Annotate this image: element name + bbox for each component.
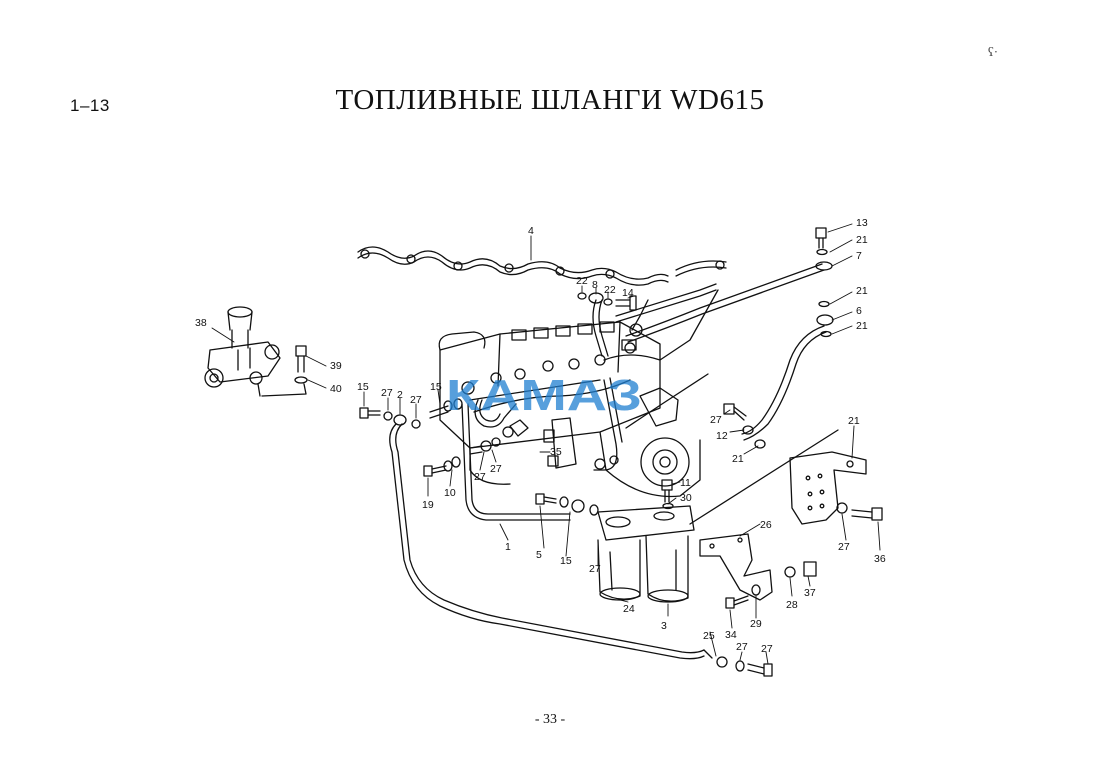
callout-label: 19 bbox=[422, 499, 434, 511]
hose-6-curved bbox=[741, 325, 827, 441]
bracket-35 bbox=[789, 451, 867, 525]
callout-label: 21 bbox=[856, 234, 868, 246]
callout-label: 7 bbox=[856, 250, 862, 262]
callout-label: 15 bbox=[560, 555, 572, 567]
callout-label: 25 bbox=[703, 630, 715, 642]
pipe-5 bbox=[461, 403, 571, 521]
scan-speck: ʕ· bbox=[988, 44, 999, 59]
injection-pump-body bbox=[438, 321, 701, 498]
callout-label: 22 bbox=[604, 284, 616, 296]
callout-label: 15 bbox=[357, 381, 369, 393]
callout-label: 24 bbox=[623, 603, 635, 615]
callout-label: 5 bbox=[536, 549, 542, 561]
callout-label: 39 bbox=[330, 360, 342, 372]
callout-label: 27 bbox=[736, 641, 748, 653]
callout-label: 37 bbox=[804, 587, 816, 599]
callout-label: 2 bbox=[397, 389, 403, 401]
callout-label: 21 bbox=[856, 285, 868, 297]
hand-priming-pump-38 bbox=[204, 306, 281, 397]
callout-label: 28 bbox=[786, 599, 798, 611]
pipe-7-to-cylinder-head bbox=[603, 263, 825, 361]
callout-label: 14 bbox=[622, 287, 634, 299]
return-hose-4 bbox=[357, 246, 727, 286]
pipe-8-connector bbox=[592, 283, 717, 357]
callout-label: 13 bbox=[856, 217, 868, 229]
callout-label: 1 bbox=[505, 541, 511, 553]
loop-pipe-left bbox=[474, 399, 517, 428]
callout-label: 15 bbox=[430, 381, 442, 393]
callout-label: 8 bbox=[592, 279, 598, 291]
callout-label: 27 bbox=[838, 541, 850, 553]
leader-lines bbox=[211, 223, 881, 665]
callout-label: 38 bbox=[195, 317, 207, 329]
page-number: - 33 - bbox=[534, 712, 566, 727]
callout-label: 21 bbox=[848, 415, 860, 427]
callout-label: 34 bbox=[725, 629, 737, 641]
callout-label: 21 bbox=[732, 453, 744, 465]
callout-label: 35 bbox=[550, 446, 562, 458]
callout-labels: 4 13 21 7 22 8 22 14 21 6 21 38 39 40 15… bbox=[195, 217, 886, 655]
callout-label: 27 bbox=[410, 394, 422, 406]
callout-label: 3 bbox=[661, 620, 667, 632]
callout-label: 22 bbox=[576, 275, 588, 287]
callout-label: 27 bbox=[490, 463, 502, 475]
callout-label: 27 bbox=[710, 414, 722, 426]
fuel-filter-3-34 bbox=[597, 505, 695, 603]
watermark-text: КАМАЗ bbox=[446, 371, 642, 420]
callout-label: 27 bbox=[761, 643, 773, 655]
page-title: ТОПЛИВНЫЕ ШЛАНГИ WD615 bbox=[335, 84, 765, 116]
callout-label: 10 bbox=[444, 487, 456, 499]
callout-label: 12 bbox=[716, 430, 728, 442]
bracket-1 bbox=[689, 429, 839, 601]
bolt-39-washer-40 bbox=[261, 345, 308, 397]
page-section-number: 1–13 bbox=[70, 96, 110, 115]
callout-label: 27 bbox=[381, 387, 393, 399]
callout-label: 11 bbox=[680, 477, 691, 489]
pipe-2-long-return bbox=[389, 423, 713, 660]
callout-label: 4 bbox=[528, 225, 534, 237]
callout-label: 36 bbox=[874, 553, 886, 565]
callout-label: 21 bbox=[856, 320, 868, 332]
callout-label: 26 bbox=[760, 519, 772, 531]
callout-label: 40 bbox=[330, 383, 342, 395]
callout-label: 27 bbox=[589, 563, 601, 575]
callout-label: 6 bbox=[856, 305, 862, 317]
callout-label: 30 bbox=[680, 492, 692, 504]
watermark-logo: КАМАЗ bbox=[446, 371, 642, 420]
callout-label: 29 bbox=[750, 618, 762, 630]
callout-label: 27 bbox=[474, 471, 486, 483]
